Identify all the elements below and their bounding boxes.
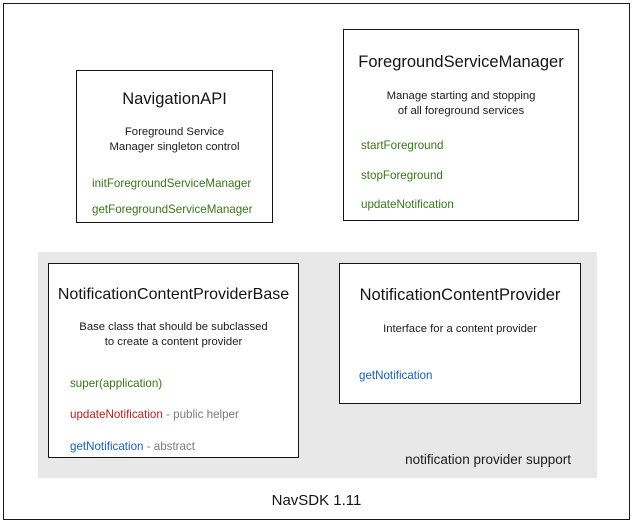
member-note: - public helper <box>162 408 239 422</box>
class-member[interactable]: stopForeground <box>361 169 578 183</box>
class-description-line: to create a content provider <box>104 336 243 349</box>
member-name: stopForeground <box>361 168 443 182</box>
class-description-line: Manager singleton control <box>109 141 240 154</box>
class-box-navigation-api[interactable]: NavigationAPI Foreground Service Manager… <box>76 70 273 223</box>
class-title: NavigationAPI <box>122 90 227 108</box>
class-title: NotificationContentProviderBase <box>57 286 290 303</box>
class-member-list: getNotification <box>340 369 580 383</box>
member-name: getNotification <box>70 439 144 453</box>
class-description-line: of all foreground services <box>397 105 525 118</box>
member-name: updateNotification <box>70 408 163 422</box>
class-member[interactable]: getNotification - abstract <box>70 440 298 454</box>
class-member[interactable]: updateNotification <box>361 198 578 212</box>
class-member-list: startForeground stopForeground updateNot… <box>344 139 578 212</box>
class-description: Interface for a content provider <box>340 322 580 337</box>
class-description-line: Interface for a content provider <box>383 322 537 335</box>
member-name: updateNotification <box>361 198 454 212</box>
class-member-list: initForegroundServiceManager getForegrou… <box>77 177 272 217</box>
member-name: getForegroundServiceManager <box>92 202 253 216</box>
class-member[interactable]: super(application) <box>70 377 298 391</box>
class-member[interactable]: getForegroundServiceManager <box>92 203 272 217</box>
diagram-outer-frame <box>3 3 630 520</box>
class-member[interactable]: updateNotification - public helper <box>70 408 298 422</box>
class-title: NotificationContentProvider <box>359 286 561 304</box>
class-description-line: Foreground Service <box>124 125 225 138</box>
class-member[interactable]: initForegroundServiceManager <box>92 177 272 191</box>
member-name: startForeground <box>361 139 444 153</box>
footer-caption: NavSDK 1.11 <box>271 492 362 509</box>
class-box-notification-content-provider[interactable]: NotificationContentProvider Interface fo… <box>339 263 581 404</box>
class-member[interactable]: startForeground <box>361 139 578 153</box>
class-description: Base class that should be subclassed to … <box>49 320 298 351</box>
member-name: super(application) <box>70 376 163 390</box>
class-description: Manage starting and stopping of all fore… <box>344 89 578 120</box>
class-description-line: Base class that should be subclassed <box>79 321 268 334</box>
member-name: initForegroundServiceManager <box>92 177 252 191</box>
class-title: ForegroundServiceManager <box>358 53 564 71</box>
class-member[interactable]: getNotification <box>359 369 580 383</box>
class-member-list: super(application) updateNotification - … <box>49 377 298 454</box>
member-note: - abstract <box>143 439 196 453</box>
class-description: Foreground Service Manager singleton con… <box>77 125 272 156</box>
panel-label: notification provider support <box>405 452 571 467</box>
member-name: getNotification <box>359 369 433 383</box>
class-description-line: Manage starting and stopping <box>386 89 536 102</box>
class-box-foreground-service-manager[interactable]: ForegroundServiceManager Manage starting… <box>343 29 579 221</box>
class-box-notification-content-provider-base[interactable]: NotificationContentProviderBase Base cla… <box>48 263 299 458</box>
